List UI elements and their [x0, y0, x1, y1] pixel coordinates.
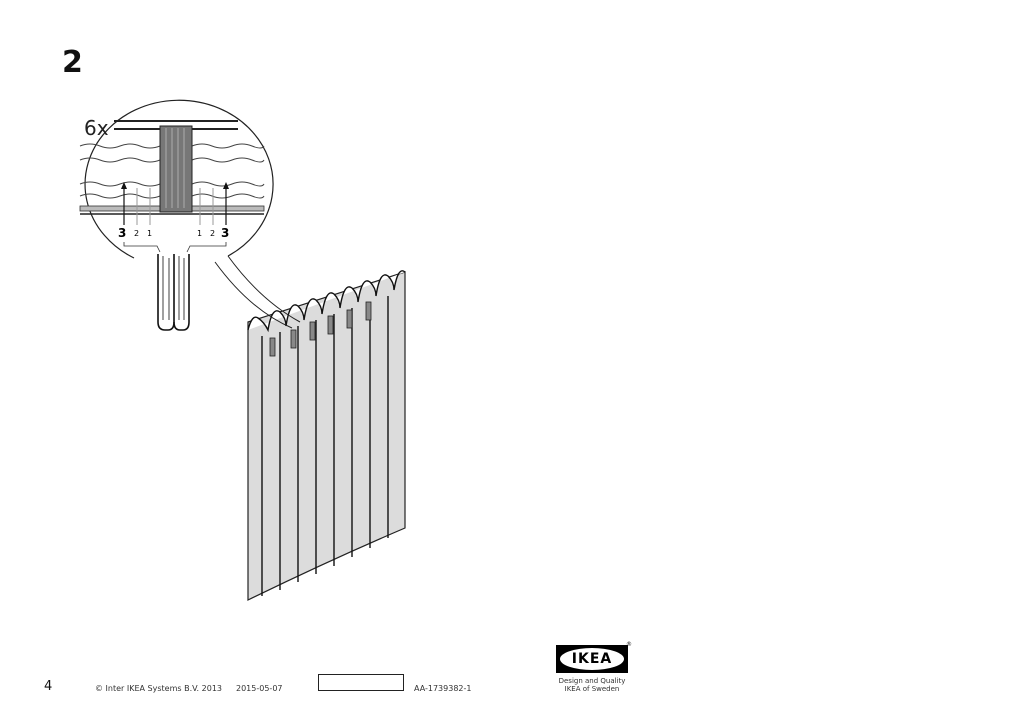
- publish-date: 2015-05-07: [236, 684, 283, 693]
- logo-text: IKEA: [571, 651, 613, 667]
- brand-tagline: Design and Quality IKEA of Sweden: [546, 677, 638, 693]
- tagline-line1: Design and Quality: [558, 677, 626, 685]
- svg-text:3: 3: [118, 226, 126, 240]
- tagline-line2: IKEA of Sweden: [564, 685, 620, 693]
- copyright-text: © Inter IKEA Systems B.V. 2013: [95, 684, 222, 693]
- blank-box: [318, 674, 404, 691]
- svg-text:1: 1: [147, 229, 152, 238]
- ikea-logo: IKEA: [556, 645, 628, 673]
- svg-text:2: 2: [134, 229, 139, 238]
- registered-mark: ®: [626, 641, 632, 648]
- svg-text:2: 2: [210, 229, 215, 238]
- svg-text:3: 3: [221, 226, 229, 240]
- page-number: 4: [44, 679, 53, 694]
- logo-oval: IKEA: [560, 648, 624, 670]
- step-number: 2: [62, 45, 83, 80]
- svg-text:1: 1: [197, 229, 202, 238]
- curtain-panel: [247, 270, 406, 601]
- quantity-label: 6x: [84, 116, 109, 140]
- pleat-hook-icon: [157, 254, 190, 331]
- document-id: AA-1739382-1: [414, 684, 472, 693]
- detail-magnifier: [79, 99, 274, 259]
